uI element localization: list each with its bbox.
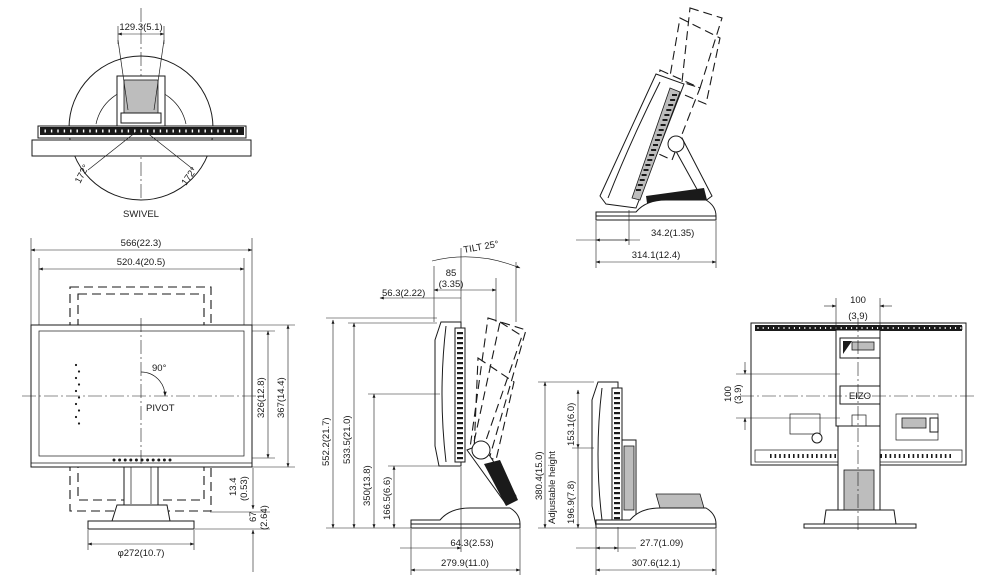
tilt-height-alt: 533.5(21.0) <box>342 415 353 464</box>
swivel-angle-left: 172° <box>73 163 92 186</box>
rear-vesa-width: 100 <box>850 295 866 306</box>
tilt-label: TILT 25° <box>463 239 500 256</box>
tilt-height-max: 552.2(21.7) <box>321 417 332 466</box>
front-base-diameter: φ272(10.7) <box>118 548 165 559</box>
pivot-angle: 90° <box>152 363 167 374</box>
tilt-depth-in: (3.35) <box>439 279 464 290</box>
height-adj-max: 380.4(15.0) <box>534 451 545 500</box>
height-adj-range: 153.1(6.0) <box>566 403 577 446</box>
front-overall-width: 566(22.3) <box>121 238 162 249</box>
height-adj-min: 196.9(7.8) <box>566 481 577 524</box>
upper-stand-offset: 34.2(1.35) <box>651 228 694 239</box>
front-bottom-gap: 13.4 <box>228 478 239 497</box>
rear-vesa-width-in: (3.9) <box>848 311 868 322</box>
height-base-offset: 27.7(1.09) <box>640 538 683 549</box>
rear-vesa-height-in: (3.9) <box>733 384 744 404</box>
side-view-tilt: TILT 25° 85 (3.35) 56.3(2.22) 552.2(21.7… <box>321 239 527 575</box>
rear-logo: EIZO <box>849 391 871 402</box>
rear-view: EIZO 100 (3.9) 100 (3.9) <box>723 295 976 530</box>
swivel-angle-right: 172° <box>179 165 199 188</box>
swivel-width-label: 129.3(5.1) <box>119 22 162 33</box>
front-view: 566(22.3) 520.4(20.5) 90° PIVOT φ272(10.… <box>22 238 295 572</box>
tilt-depth: 85 <box>446 268 457 279</box>
tilt-center-high: 350(13.8) <box>362 465 373 506</box>
tilt-base-depth: 279.9(11.0) <box>441 558 489 569</box>
front-screen-height: 326(12.8) <box>256 377 267 418</box>
height-base-depth: 307.6(12.1) <box>632 558 681 569</box>
swivel-label: SWIVEL <box>123 209 159 220</box>
height-adj-label: Adjustable height <box>547 451 558 524</box>
front-bottom-gap-in: (0.53) <box>239 476 250 501</box>
tilt-base-front: 64.3(2.53) <box>450 538 493 549</box>
front-overall-height: 367(14.4) <box>276 377 287 418</box>
side-view-height: 380.4(15.0) Adjustable height 153.1(6.0)… <box>534 381 717 575</box>
rear-vesa-height: 100 <box>723 386 734 402</box>
pivot-label: PIVOT <box>146 403 175 414</box>
front-screen-width: 520.4(20.5) <box>117 257 166 268</box>
tilt-top-depth: 56.3(2.22) <box>382 288 425 299</box>
side-view-upper: 34.2(1.35) 314.1(12.4) <box>576 7 723 268</box>
front-base-height: 67 <box>248 511 259 522</box>
top-view-swivel: 172° 172° 129.3(5.1) SWIVEL <box>31 8 252 220</box>
upper-total-depth: 314.1(12.4) <box>632 250 681 261</box>
front-base-height-in: (2.64) <box>259 505 270 530</box>
tilt-center-low: 166.5(6.6) <box>382 477 393 520</box>
